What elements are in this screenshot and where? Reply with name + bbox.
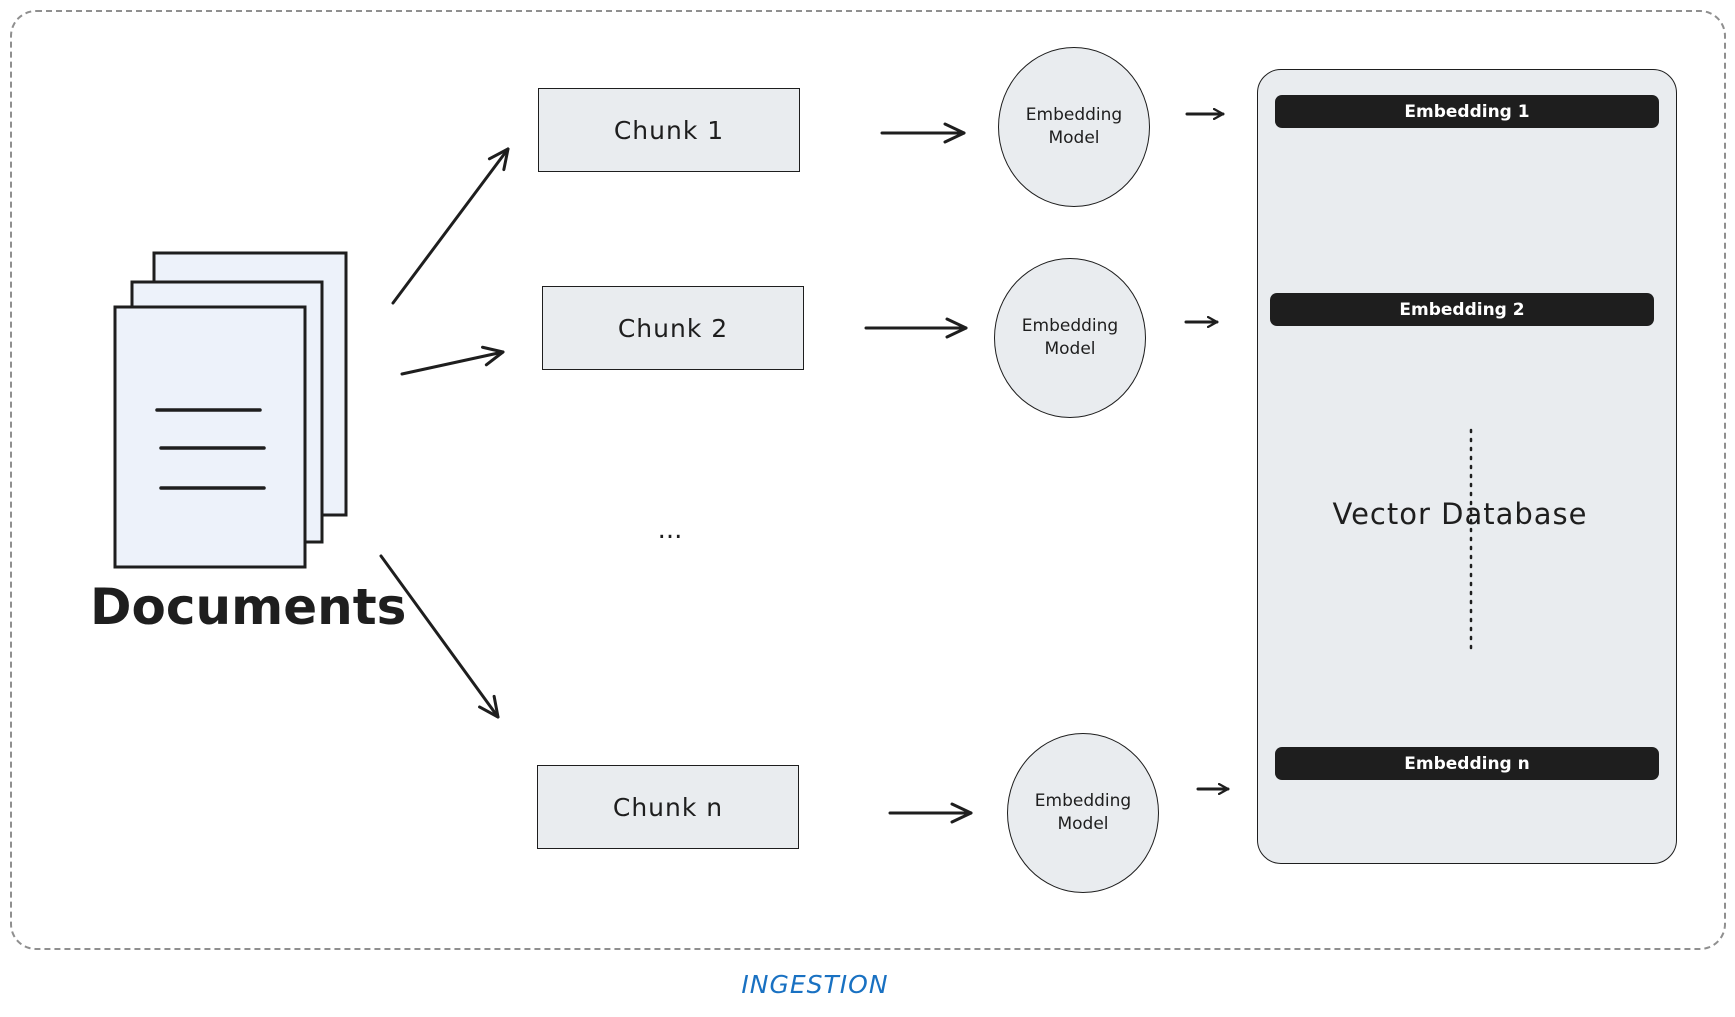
document-page-front <box>113 305 307 569</box>
chunk-box-1: Chunk 1 <box>538 88 800 172</box>
arrow-documents-to-chunk-1 <box>391 147 510 305</box>
more-chunks-ellipsis: ... <box>657 515 683 545</box>
chunk-box-2: Chunk 2 <box>542 286 804 370</box>
ingestion-frame <box>10 10 1726 950</box>
embedding-label: Embedding n <box>1404 753 1530 774</box>
embedding-label: Embedding 1 <box>1404 101 1530 122</box>
embedding-bar-n: Embedding n <box>1275 747 1659 780</box>
embedding-model-2: Embedding Model <box>994 258 1146 418</box>
embedding-bar-2: Embedding 2 <box>1270 293 1654 326</box>
vector-database-label: Vector Database <box>1332 497 1588 531</box>
chunk-label: Chunk n <box>612 792 724 822</box>
vector-database-container <box>1257 69 1677 864</box>
arrow-documents-to-chunk-2 <box>400 345 505 376</box>
embedding-label: Embedding 2 <box>1399 299 1525 320</box>
embedding-model-n: Embedding Model <box>1007 733 1159 893</box>
embedding-model-1: Embedding Model <box>998 47 1150 207</box>
chunk-label: Chunk 1 <box>613 115 725 145</box>
embedding-model-label: Embedding Model <box>1021 316 1119 359</box>
ingestion-section-label: INGESTION <box>741 970 889 999</box>
arrow-documents-to-chunk-n <box>379 554 500 719</box>
embedding-model-label: Embedding Model <box>1034 791 1132 834</box>
embedding-bar-1: Embedding 1 <box>1275 95 1659 128</box>
documents-icon <box>113 251 348 569</box>
documents-label: Documents <box>90 578 407 636</box>
embedding-model-label: Embedding Model <box>1025 105 1123 148</box>
chunk-box-n: Chunk n <box>537 765 799 849</box>
chunk-label: Chunk 2 <box>617 313 729 343</box>
